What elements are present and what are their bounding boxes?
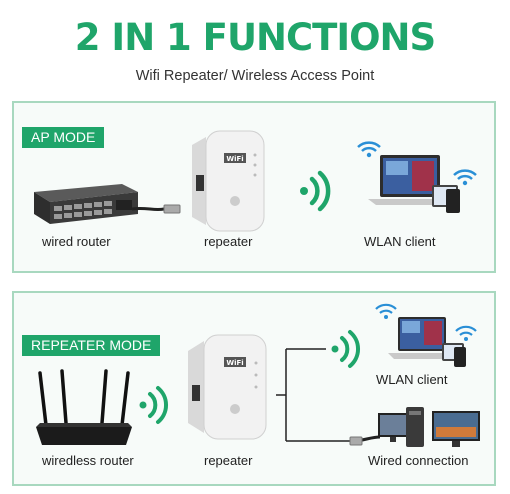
repeater-logo-text-2: WiFi [226, 359, 243, 367]
connection-bracket-lines [276, 348, 381, 446]
page-subtitle: Wifi Repeater/ Wireless Access Point [135, 68, 375, 84]
wireless-router-icon [36, 369, 132, 445]
page-title: 2 IN 1 FUNCTIONS [74, 16, 436, 59]
wired-router-icon [34, 184, 138, 224]
wired-devices-icon [378, 407, 480, 447]
wireless-router-label: wiredless router [42, 453, 134, 468]
repeater-device-icon: WiFi [192, 130, 265, 232]
repeater-label: repeater [204, 453, 253, 468]
ap-mode-badge: AP MODE [22, 127, 105, 148]
ap-wlan-client-label: WLAN client [364, 234, 436, 249]
wlan-client-devices-icon-2 [375, 303, 477, 367]
wifi-signal-icon-left [139, 386, 169, 424]
ethernet-cable-icon [131, 204, 181, 214]
repeater-mode-panel: REPEATER MODE WiFi [12, 291, 496, 486]
wired-router-label: wired router [42, 234, 111, 249]
wired-connection-label: Wired connection [368, 453, 469, 468]
ap-mode-panel: AP MODE WiFi [12, 101, 496, 273]
wlan-client-devices-icon [357, 141, 477, 213]
rep-wlan-client-label: WLAN client [376, 372, 448, 387]
wifi-signal-icon-right [331, 330, 361, 368]
wifi-signal-icon [300, 170, 331, 212]
repeater-logo-text: WiFi [226, 155, 243, 163]
ap-repeater-label: repeater [204, 234, 253, 249]
repeater-mode-badge: REPEATER MODE [22, 335, 161, 356]
repeater-device-icon-2: WiFi [188, 334, 267, 440]
